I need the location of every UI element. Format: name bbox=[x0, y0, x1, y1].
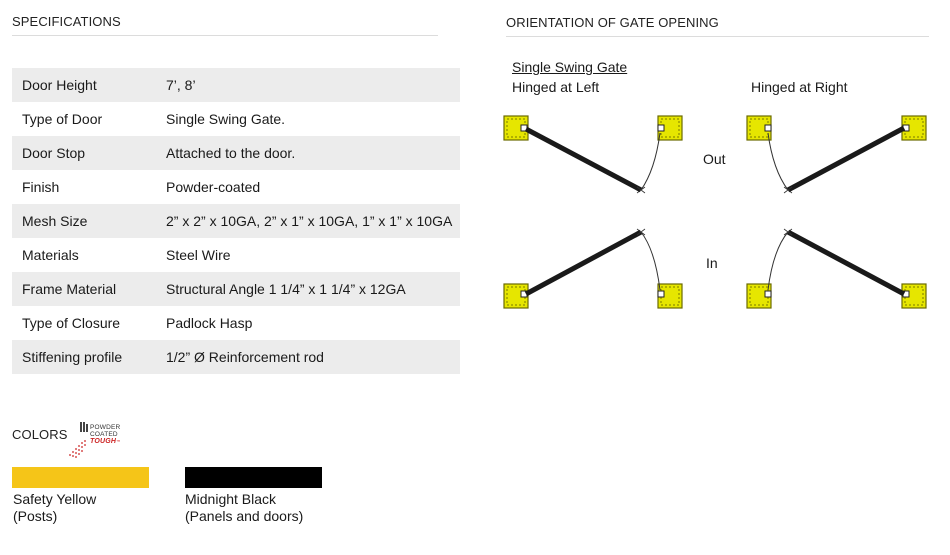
spec-label: Materials bbox=[22, 247, 79, 263]
swatch-name: Midnight Black bbox=[185, 491, 277, 507]
gate-left-out bbox=[503, 115, 683, 194]
gate-panel bbox=[524, 126, 643, 193]
spec-value: Attached to the door. bbox=[166, 136, 460, 170]
gate-right-in bbox=[746, 228, 927, 309]
powder-coated-logo: POWDER COATED TOUGH™ bbox=[67, 421, 133, 461]
swing-end-mark bbox=[636, 186, 646, 194]
colors-heading: COLORS bbox=[12, 427, 68, 442]
hinged-left-label: Hinged at Left bbox=[512, 79, 600, 95]
gate-panel bbox=[786, 125, 906, 193]
latch-marker bbox=[764, 124, 772, 132]
orientation-divider bbox=[506, 36, 929, 37]
swing-arc bbox=[640, 231, 661, 291]
swatch-note: (Panels and doors) bbox=[185, 508, 304, 524]
spec-label: Type of Closure bbox=[22, 315, 121, 331]
spec-value: Single Swing Gate. bbox=[166, 111, 286, 127]
swing-end-mark bbox=[783, 228, 793, 236]
spec-label: Type of Door bbox=[22, 111, 103, 127]
spec-label: Frame Material bbox=[12, 272, 166, 306]
orientation-heading: ORIENTATION OF GATE OPENING bbox=[506, 15, 719, 30]
swing-arc bbox=[767, 132, 789, 191]
swing-arc bbox=[640, 132, 661, 191]
spec-label: Finish bbox=[22, 179, 60, 195]
hinged-right-label: Hinged at Right bbox=[751, 79, 848, 95]
swatch-note: (Posts) bbox=[13, 508, 58, 524]
swatch-label-safety-yellow: Safety Yellow (Posts) bbox=[13, 491, 96, 525]
table-row: Type of Door Single Swing Gate. bbox=[12, 102, 460, 136]
logo-line-2: COATED bbox=[90, 431, 118, 438]
spec-value: Padlock Hasp bbox=[166, 315, 253, 331]
swatch-name: Safety Yellow bbox=[13, 491, 97, 507]
spec-value: Steel Wire bbox=[166, 247, 231, 263]
latch-marker bbox=[657, 290, 665, 298]
in-label: In bbox=[706, 255, 718, 271]
latch-marker bbox=[764, 290, 772, 298]
swing-end-mark bbox=[636, 228, 646, 236]
spec-value: Structural Angle 1 1/4” x 1 1/4” x 12GA bbox=[166, 272, 460, 306]
powder-coated-logo-icon bbox=[69, 422, 88, 458]
gate-panel bbox=[786, 229, 906, 297]
latch-marker bbox=[657, 124, 665, 132]
spec-label: Mesh Size bbox=[12, 204, 166, 238]
specifications-heading: SPECIFICATIONS bbox=[12, 14, 121, 29]
gate-right-out bbox=[746, 115, 927, 194]
gate-panel bbox=[524, 229, 643, 297]
spec-label: Stiffening profile bbox=[12, 340, 166, 374]
out-label: Out bbox=[703, 151, 726, 167]
swing-end-mark bbox=[783, 186, 793, 194]
swatch-safety-yellow bbox=[12, 467, 149, 488]
swing-arc bbox=[767, 231, 789, 291]
swatch-label-midnight-black: Midnight Black (Panels and doors) bbox=[185, 491, 303, 525]
specifications-divider bbox=[12, 35, 438, 36]
table-row: Finish Powder-coated bbox=[12, 170, 460, 204]
swatch-midnight-black bbox=[185, 467, 322, 488]
gate-type-subtitle: Single Swing Gate bbox=[512, 59, 628, 75]
spec-value: 1/2” Ø Reinforcement rod bbox=[166, 340, 460, 374]
spec-value: 7’, 8’ bbox=[166, 68, 460, 102]
table-row: Materials Steel Wire bbox=[12, 238, 460, 272]
table-row: Type of Closure Padlock Hasp bbox=[12, 306, 460, 340]
spec-value: Powder-coated bbox=[166, 179, 261, 195]
spec-value: 2” x 2” x 10GA, 2” x 1” x 10GA, 1” x 1” … bbox=[166, 204, 460, 238]
spec-label: Door Height bbox=[12, 68, 166, 102]
gate-left-in bbox=[503, 228, 683, 309]
spec-label: Door Stop bbox=[12, 136, 166, 170]
logo-line-1: POWDER bbox=[90, 424, 121, 431]
logo-line-3: TOUGH bbox=[90, 438, 117, 445]
logo-tm: ™ bbox=[116, 439, 121, 444]
